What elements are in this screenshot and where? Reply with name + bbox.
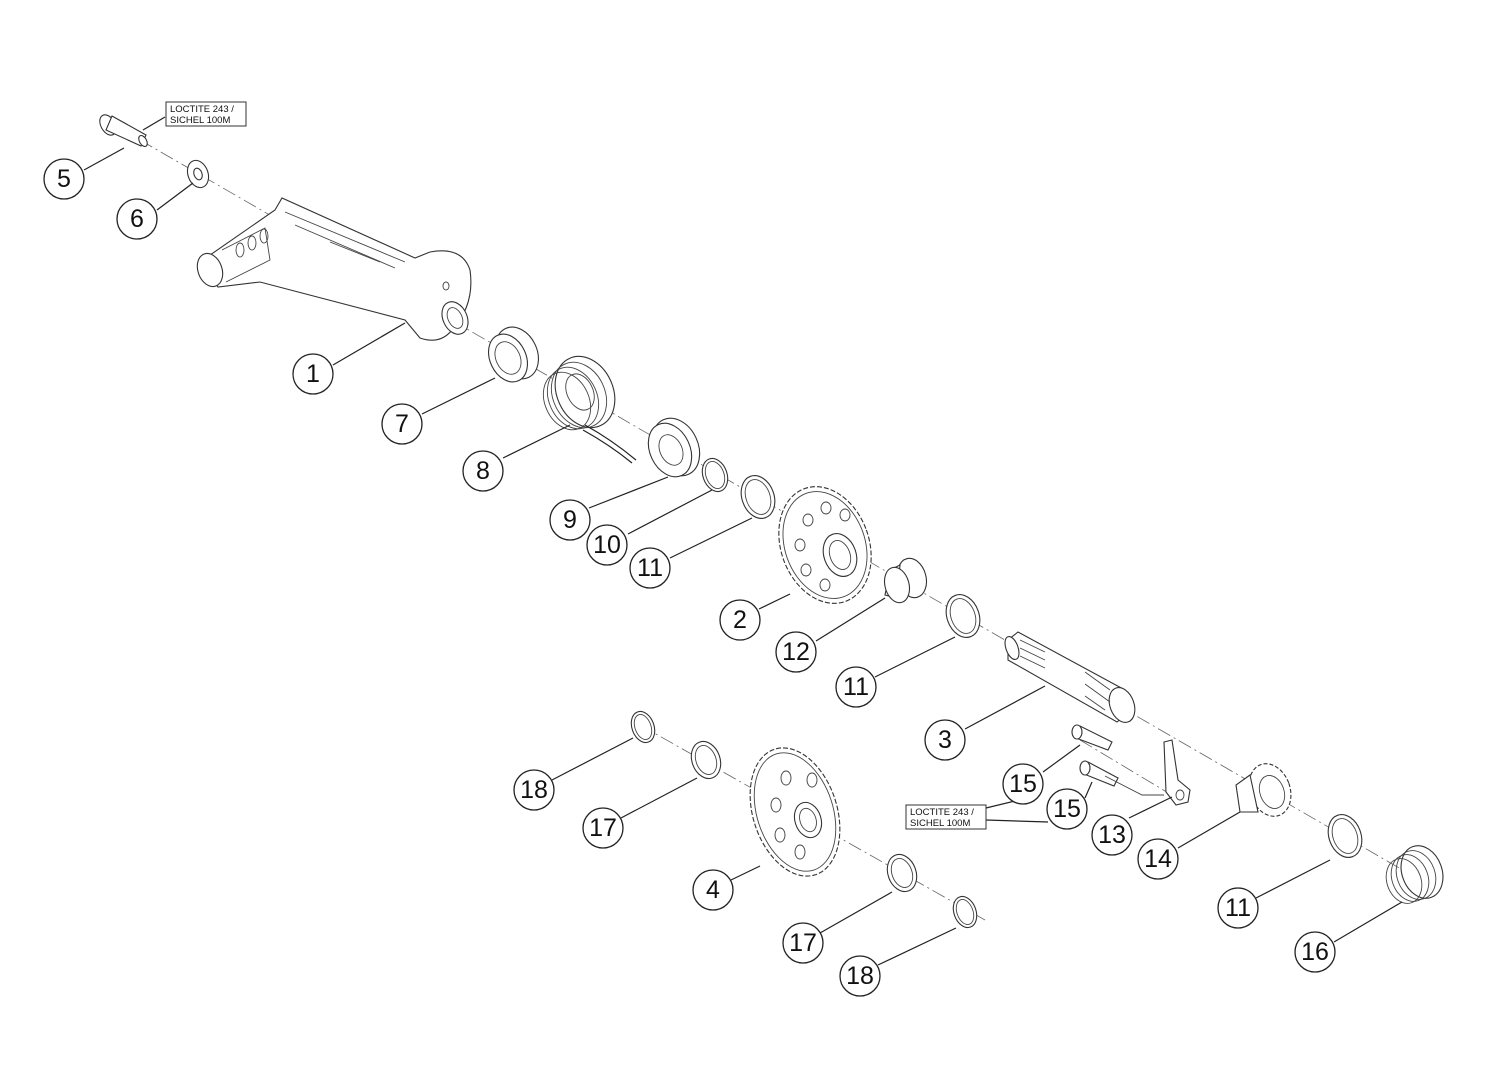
svg-text:9: 9 [563, 506, 577, 534]
svg-text:13: 13 [1098, 821, 1126, 849]
callout-18: 18 [513, 769, 555, 811]
part-7-seal [488, 326, 539, 383]
callout-13: 13 [1091, 814, 1133, 856]
svg-text:10: 10 [593, 531, 621, 559]
callout-1: 1 [292, 353, 334, 395]
svg-text:18: 18 [846, 962, 874, 990]
part-12-bushing [883, 557, 928, 604]
svg-text:7: 7 [395, 410, 409, 438]
callout-3: 3 [924, 719, 966, 761]
callout-15: 15 [1002, 763, 1044, 805]
callout-17: 17 [782, 922, 824, 964]
note-bottom: LOCTITE 243 / SICHEL 100M [905, 804, 987, 830]
svg-text:6: 6 [130, 205, 144, 233]
part-15-screws [1071, 724, 1119, 787]
part-6-washer [186, 159, 210, 189]
svg-text:16: 16 [1301, 938, 1329, 966]
callout-11: 11 [629, 547, 671, 589]
part-8-spring [542, 355, 637, 464]
part-16-spring [1385, 845, 1444, 904]
part-4-idler-gear [749, 747, 841, 877]
part-13-ratchet [1163, 739, 1191, 806]
part-18-circlip-b [952, 895, 978, 929]
svg-text:18: 18 [520, 776, 548, 804]
callout-16: 16 [1294, 931, 1336, 973]
callout-14: 14 [1137, 838, 1179, 880]
svg-text:17: 17 [789, 929, 817, 957]
note-top: LOCTITE 243 / SICHEL 100M [165, 101, 247, 127]
part-14-ratchet-gear [1235, 763, 1292, 817]
part-11-washer-a [740, 475, 776, 519]
part-11-washer-c [1327, 814, 1363, 858]
part-18-circlip-a [630, 710, 656, 744]
svg-text:11: 11 [637, 554, 663, 582]
callout-8: 8 [462, 450, 504, 492]
part-1-kick-lever [196, 197, 472, 341]
leader-lines [83, 116, 1403, 966]
note-bottom-line2: SICHEL 100M [910, 818, 970, 829]
svg-text:17: 17 [589, 814, 617, 842]
svg-text:1: 1 [306, 360, 320, 388]
callout-10: 10 [586, 524, 628, 566]
callout-7: 7 [381, 403, 423, 445]
callout-5: 5 [43, 158, 85, 200]
callout-18: 18 [839, 955, 881, 997]
svg-text:8: 8 [476, 457, 490, 485]
part-17-washer-b [886, 853, 918, 893]
part-5-pin [99, 114, 148, 148]
svg-text:11: 11 [843, 673, 869, 701]
part-2-kick-gear [778, 486, 872, 604]
svg-text:11: 11 [1225, 894, 1251, 922]
callout-4: 4 [692, 869, 734, 911]
callout-15: 15 [1046, 788, 1088, 830]
svg-text:15: 15 [1053, 795, 1081, 823]
svg-text:4: 4 [706, 876, 720, 904]
callout-11: 11 [835, 666, 877, 708]
part-10-circlip [701, 457, 729, 493]
callout-17: 17 [582, 807, 624, 849]
svg-text:12: 12 [782, 638, 810, 666]
note-top-line2: SICHEL 100M [170, 115, 230, 126]
svg-text:14: 14 [1144, 845, 1172, 873]
note-bottom-line1: LOCTITE 243 / [910, 807, 974, 818]
callout-12: 12 [775, 631, 817, 673]
callout-11: 11 [1217, 887, 1259, 929]
callout-2: 2 [719, 599, 761, 641]
callout-6: 6 [116, 198, 158, 240]
note-top-line1: LOCTITE 243 / [170, 104, 234, 115]
svg-text:3: 3 [938, 726, 952, 754]
part-9-plate [647, 417, 701, 478]
svg-text:5: 5 [57, 165, 71, 193]
callout-9: 9 [549, 499, 591, 541]
svg-text:2: 2 [733, 606, 747, 634]
part-11-washer-b [945, 594, 981, 638]
svg-text:15: 15 [1009, 770, 1037, 798]
part-17-washer-a [690, 740, 722, 780]
part-3-kick-shaft [1004, 631, 1136, 723]
